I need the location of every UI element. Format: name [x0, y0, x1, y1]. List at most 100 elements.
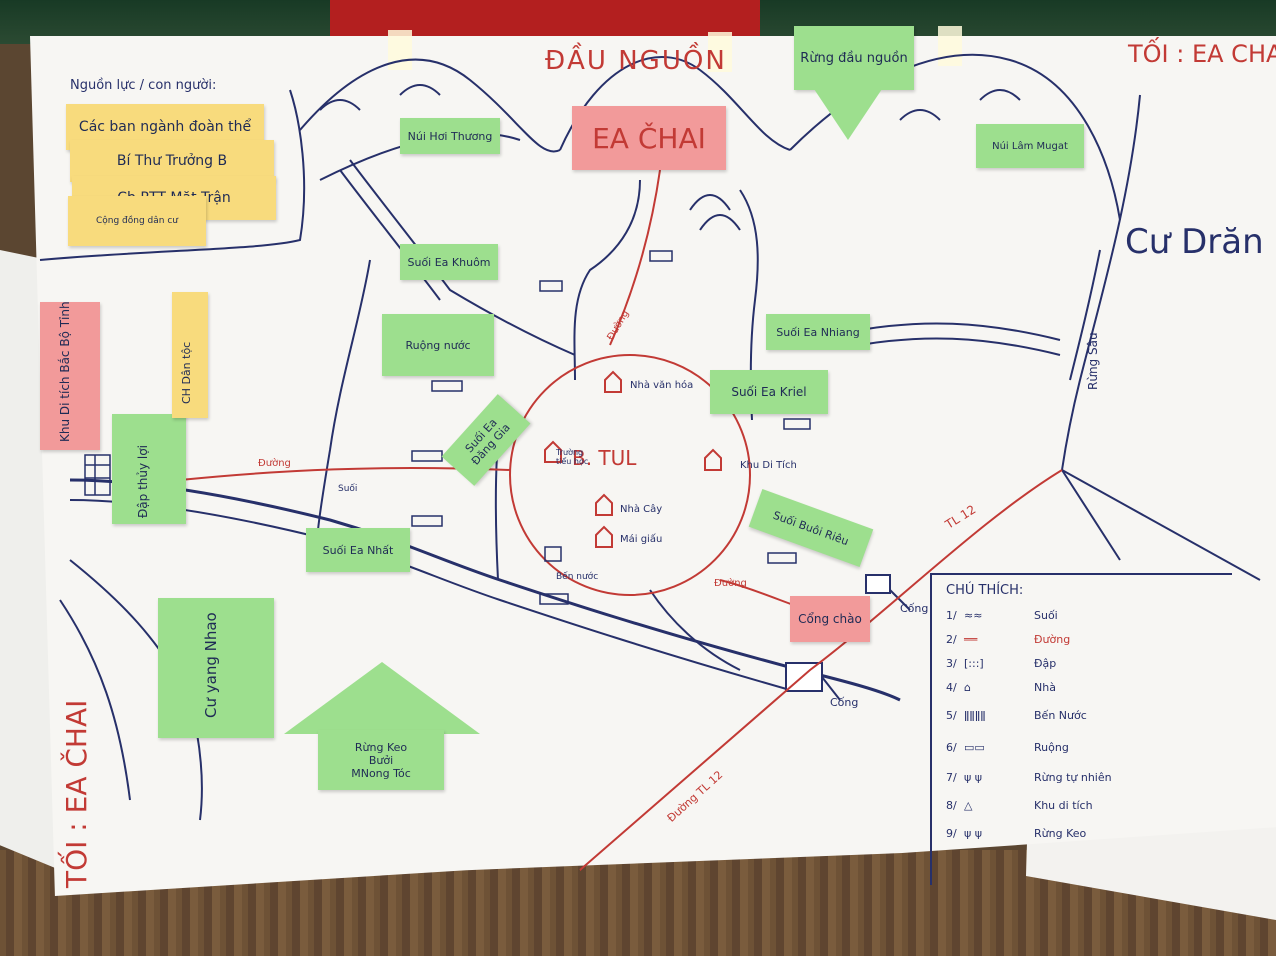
mountain-note: Núi Lâm Mugat	[976, 124, 1084, 168]
house-icon	[604, 370, 622, 393]
pointer-line	[889, 589, 911, 611]
stream-note: Suối Ea Kriel	[710, 370, 828, 414]
legend-num: 2/	[946, 633, 957, 646]
tree-symbol-icon: ψ ψ	[964, 771, 983, 784]
upstream-forest-note: Rừng đầu nguồn	[794, 26, 914, 90]
road-symbol-icon: ══	[964, 633, 978, 646]
acacia-symbol-icon: ψ ψ	[964, 827, 983, 840]
mountain-note: Núi Hơi Thương	[400, 118, 500, 154]
historic-site-label: Khu Di Tích	[740, 460, 797, 471]
house-symbol-icon: ⌂	[964, 681, 971, 694]
field-icon	[767, 552, 797, 564]
field-symbol-icon: ▭▭	[964, 741, 985, 754]
house-label: Nhà Cây	[620, 504, 663, 515]
market-note: CH Dân tộc	[172, 292, 208, 418]
dam-symbol-icon: [:::]	[964, 657, 984, 670]
top-right-title: TỐI : EA CHA	[1128, 40, 1276, 68]
legend-num: 4/	[946, 681, 957, 694]
acacia-forest-note: Rừng Keo Bưởi MNong Tóc	[318, 730, 444, 790]
stream-line	[859, 337, 1061, 356]
house-icon	[544, 440, 562, 463]
legend-num: 7/	[946, 771, 957, 784]
field-icon	[783, 418, 811, 430]
road-line	[1061, 469, 1261, 581]
path-line	[317, 259, 371, 531]
historic-site-label: Khu Di tích Bắc Bộ Tỉnh	[58, 301, 72, 442]
road-line	[1061, 469, 1121, 561]
legend-num: 3/	[946, 657, 957, 670]
stream-line	[859, 322, 1061, 341]
dam-label: Đập thủy lợi	[136, 445, 150, 518]
region-label: Cư Drăn	[1125, 222, 1264, 262]
legend-item: 8/ △ Khu di tích	[946, 799, 1093, 812]
legend-item: 1/ ≈≈ Suối	[946, 609, 1058, 622]
wharf-symbol-icon: ǁǁǁǁ	[964, 709, 986, 722]
field-icon	[649, 250, 673, 262]
tape-strip	[708, 32, 732, 72]
road-label: Đường	[714, 578, 747, 589]
wharf-label: Bến nước	[556, 572, 599, 582]
house-icon	[704, 448, 722, 471]
legend-num: 9/	[946, 827, 957, 840]
stream-note: Suối Ea Nhất	[306, 528, 410, 572]
note-line: MNong Tóc	[351, 766, 411, 780]
arrow-shape	[812, 86, 884, 140]
house-icon	[595, 493, 613, 516]
grid-settlement	[84, 454, 111, 496]
pointer-line	[821, 676, 841, 701]
stream-label: Suối	[338, 484, 358, 494]
stream-line	[349, 159, 576, 356]
monument-symbol-icon: △	[964, 799, 973, 812]
mountain-note: Cư yang Nhao	[158, 598, 274, 738]
road-line	[1061, 94, 1141, 471]
map-title: ĐẦU NGUỒN	[545, 46, 727, 76]
market-label: CH Dân tộc	[180, 341, 193, 404]
field-icon	[431, 380, 463, 392]
legend-num: 5/	[946, 709, 957, 722]
stream-symbol-icon: ≈≈	[964, 609, 983, 622]
village-circle	[509, 354, 751, 596]
legend-label: Khu di tích	[1034, 799, 1093, 812]
legend-label: Đập	[1034, 657, 1057, 670]
legend-label: Đường	[1034, 633, 1071, 646]
mountain-label: Cư yang Nhao	[202, 612, 220, 718]
left-vertical-title: TỐI : EA ČHAI	[60, 699, 93, 888]
legend-item: 5/ǁǁǁǁ Bến Nước	[946, 709, 1087, 722]
culvert-label: Cống	[900, 602, 929, 615]
cultural-house-label: Nhà văn hóa	[630, 380, 694, 391]
legend-label: Suối	[1034, 609, 1058, 622]
house-icon	[595, 525, 613, 548]
legend-label: Ruộng	[1034, 741, 1069, 754]
stream-line	[69, 499, 791, 691]
legend-label: Bến Nước	[1034, 709, 1087, 722]
gate-note: Cổng chào	[790, 596, 870, 642]
legend-item: 2/ ══ Đường	[946, 633, 1070, 646]
culvert-label: Cống	[830, 696, 859, 709]
legend-title: CHÚ THÍCH:	[946, 583, 1024, 598]
school-label: Trường tiểu học	[556, 448, 589, 466]
field-icon	[539, 280, 563, 292]
field-icon	[411, 450, 443, 462]
arrow-shape	[284, 662, 480, 734]
field-icon	[539, 593, 569, 605]
note-line: Bưởi	[368, 753, 394, 767]
mountain-hatching	[689, 194, 741, 231]
stream-note: Suối Ea Nhiang	[766, 314, 870, 350]
legend-num: 8/	[946, 799, 957, 812]
red-road	[579, 469, 1063, 871]
mountain-outline	[299, 58, 561, 153]
village-center-label: B. TUL	[572, 446, 637, 470]
path-line	[649, 589, 741, 671]
tape-strip	[938, 26, 962, 66]
legend-item: 4/⌂Nhà	[946, 681, 1056, 694]
bridge-mark	[865, 574, 891, 594]
dam-note: Đập thủy lợi	[112, 414, 186, 524]
note-line: Rừng Keo	[354, 740, 408, 754]
legend-num: 1/	[946, 609, 957, 622]
forest-label: Rừng Sâu	[1086, 332, 1100, 390]
stream-line	[339, 169, 441, 301]
legend-item: 3/ [:::] Đập	[946, 657, 1056, 670]
